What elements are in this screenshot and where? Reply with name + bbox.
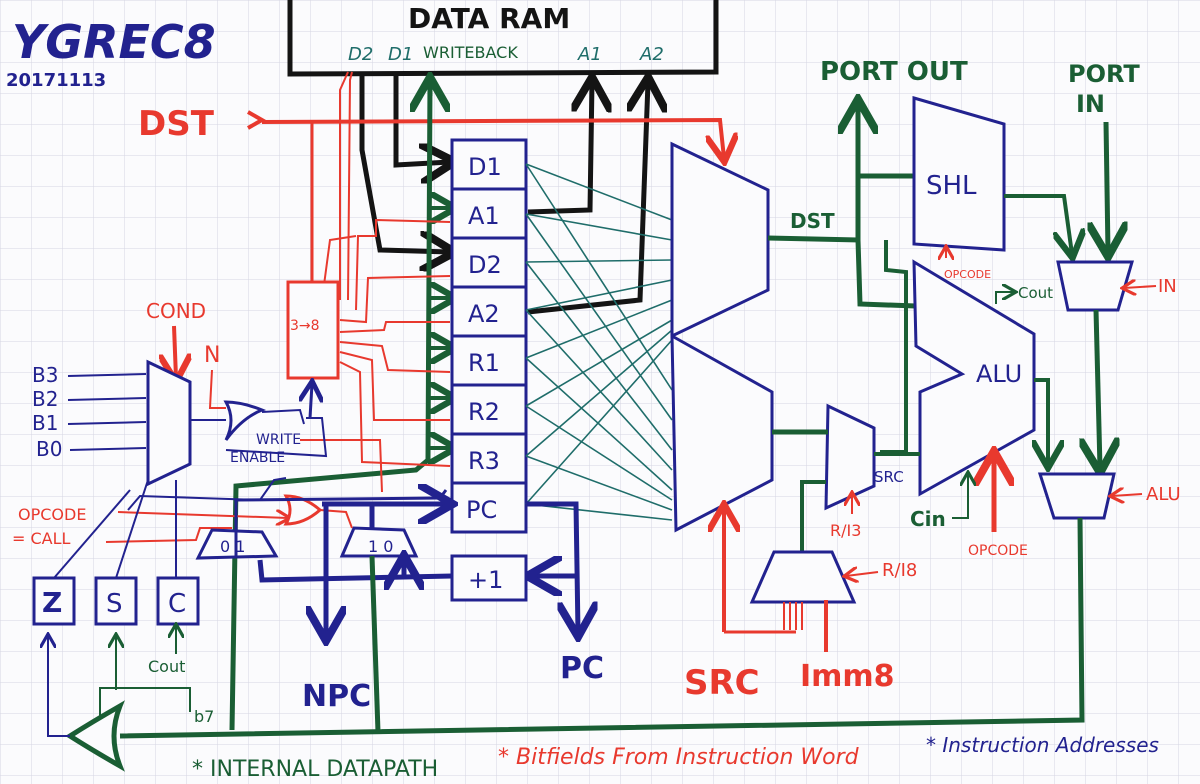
decoder-label: 3→8 (290, 318, 320, 334)
cond-mux (146, 359, 192, 487)
dst-mux-label: DST (790, 209, 835, 233)
write-label: WRITE (256, 432, 301, 448)
opcode-call-label: OPCODE (18, 505, 86, 524)
npc-label: NPC (302, 679, 371, 714)
register-a1: A1 (468, 202, 500, 230)
instruction-address-lines (257, 504, 578, 636)
pc-output-label: PC (560, 651, 604, 686)
legend-internal-datapath: * INTERNAL DATAPATH (192, 757, 438, 782)
dst-wire (261, 117, 724, 158)
register-d2: D2 (468, 251, 502, 279)
in-mux (1056, 260, 1134, 312)
alu-unit (912, 259, 1036, 497)
alu-mux-label: ALU (1146, 484, 1181, 505)
port-in-wire (1106, 121, 1108, 252)
imm-to-src-wire (800, 480, 826, 552)
src-small-label: SRC (874, 468, 904, 486)
register-file: D1 A1 D2 A2 R1 R2 R3 PC (450, 138, 528, 534)
b1-label: B1 (32, 411, 58, 435)
imm8-mux (749, 550, 857, 604)
zero-detect-gate (65, 700, 125, 772)
date: 20171113 (6, 70, 106, 91)
alu-opcode: OPCODE (968, 543, 1028, 559)
shl-out-wire (1004, 194, 1072, 254)
crossbar (525, 163, 673, 521)
in-mux-label: IN (1158, 276, 1177, 297)
shl-unit (912, 96, 1006, 252)
register-d1: D1 (468, 153, 502, 181)
b7-label: b7 (194, 707, 214, 726)
b0-label: B0 (36, 437, 62, 461)
register-r2: R2 (468, 398, 500, 426)
imm8-label: Imm8 (800, 659, 895, 694)
cout-flag-label: Cout (148, 657, 185, 676)
n-label: N (204, 343, 220, 368)
result-bus (119, 517, 1085, 739)
incrementer-label: +1 (468, 566, 503, 594)
write-enable-to-decoder (310, 384, 312, 419)
flag-z (32, 576, 76, 626)
port-in-label-2: IN (1076, 90, 1105, 118)
decoder-wires (300, 71, 451, 493)
mux-10-label: 1 0 (368, 537, 393, 556)
legend-instruction-addresses: * Instruction Addresses (926, 733, 1159, 757)
title: YGREC8 (12, 15, 216, 69)
npc-green (369, 555, 381, 733)
ram-port-a2: A2 (639, 44, 664, 65)
alu-cout: Cout (1018, 284, 1053, 302)
port-out-label: PORT OUT (820, 57, 968, 87)
cond-label: COND (146, 299, 206, 323)
mux-01-label: 0 1 (220, 537, 245, 556)
ri8-label: R/I8 (882, 560, 917, 581)
b2-label: B2 (32, 387, 58, 411)
ri3-label: R/I3 (830, 521, 861, 540)
write-enable-gate (223, 400, 267, 441)
register-a2: A2 (468, 300, 500, 328)
src-small-mux (824, 403, 876, 511)
ram-port-writeback: WRITEBACK (423, 43, 518, 62)
ram-port-d2: D2 (348, 44, 373, 65)
memory-bus-lines (359, 72, 648, 315)
dst-src-mux (670, 141, 774, 533)
eq-call-label: = CALL (12, 529, 71, 548)
decoder-3to8 (286, 280, 340, 380)
imm8-fanin (783, 602, 803, 630)
ram-port-a1: A1 (577, 44, 602, 65)
src-output-label: SRC (684, 663, 760, 703)
alu-out-wire (1034, 378, 1048, 464)
enable-label: ENABLE (230, 450, 285, 466)
dst-input-label: DST (138, 104, 215, 144)
legend-bitfields: * Bitfields From Instruction Word (498, 745, 860, 770)
register-r3: R3 (468, 447, 500, 475)
b3-label: B3 (32, 363, 58, 387)
register-r1: R1 (468, 349, 500, 377)
flag-z-label: Z (42, 586, 62, 619)
cin-label: Cin (910, 507, 946, 531)
data-ram: DATA RAM D2 D1 WRITEBACK A1 A2 (287, 0, 719, 77)
port-in-label-1: PORT (1068, 60, 1140, 88)
data-ram-title: DATA RAM (408, 2, 570, 35)
shl-opcode: OPCODE (944, 268, 991, 281)
flag-s-label: S (106, 589, 123, 619)
incrementer (450, 554, 528, 602)
alu-label: ALU (976, 360, 1022, 388)
alu-mux (1037, 472, 1116, 520)
writeback-taps (428, 208, 452, 448)
flag-c-label: C (168, 589, 186, 619)
ram-port-d1: D1 (388, 44, 413, 65)
shl-label: SHL (926, 171, 977, 201)
register-pc: PC (466, 496, 497, 524)
